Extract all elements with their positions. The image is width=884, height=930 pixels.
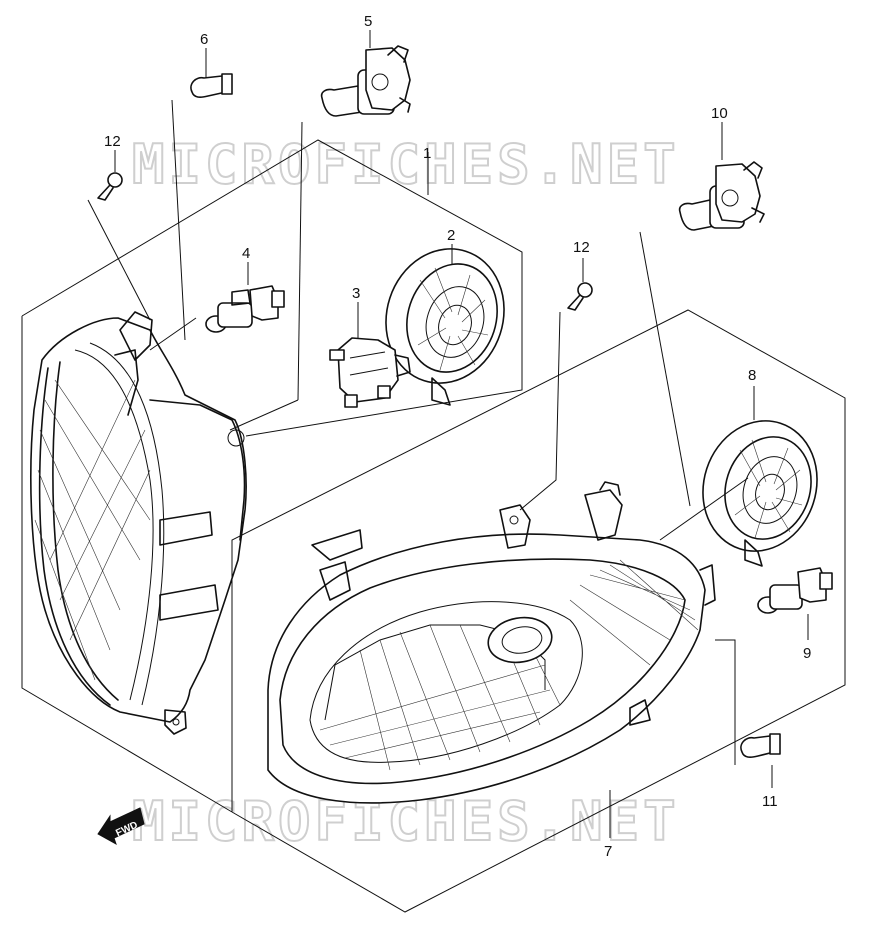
callout-6: 6 xyxy=(200,31,208,48)
callout-8: 8 xyxy=(748,367,756,384)
bulb-part-10[interactable] xyxy=(678,161,765,231)
reflector-part-2[interactable] xyxy=(369,233,521,406)
socket-part-3[interactable] xyxy=(329,337,411,408)
callout-1: 1 xyxy=(423,145,431,162)
callout-11: 11 xyxy=(762,793,778,810)
callout-7: 7 xyxy=(604,843,612,860)
left-assembly-frame xyxy=(21,139,523,813)
callout-4: 4 xyxy=(242,245,250,262)
callout-10: 10 xyxy=(711,105,728,122)
bulb-part-4[interactable] xyxy=(205,285,285,333)
screw-part-12-left[interactable] xyxy=(97,172,123,201)
bulb-part-6[interactable] xyxy=(190,73,233,98)
bulb-part-9[interactable] xyxy=(757,567,833,614)
left-leader-lines xyxy=(87,30,453,431)
right-leader-lines xyxy=(519,122,809,838)
watermark-top: MICROFICHES.NET xyxy=(132,133,680,196)
left-headlight-housing[interactable] xyxy=(30,311,247,735)
callout-12-right: 12 xyxy=(573,239,590,256)
callout-9: 9 xyxy=(803,645,811,662)
callout-2: 2 xyxy=(447,227,455,244)
callout-12-left: 12 xyxy=(104,133,121,150)
right-assembly-frame xyxy=(231,231,846,913)
reflector-part-8[interactable] xyxy=(686,406,833,567)
screw-part-12-right[interactable] xyxy=(567,282,593,311)
bulb-part-11[interactable] xyxy=(740,733,781,758)
right-headlight-housing[interactable] xyxy=(267,481,716,804)
bulb-part-5[interactable] xyxy=(320,45,411,117)
callout-3: 3 xyxy=(352,285,360,302)
callout-5: 5 xyxy=(364,13,372,30)
